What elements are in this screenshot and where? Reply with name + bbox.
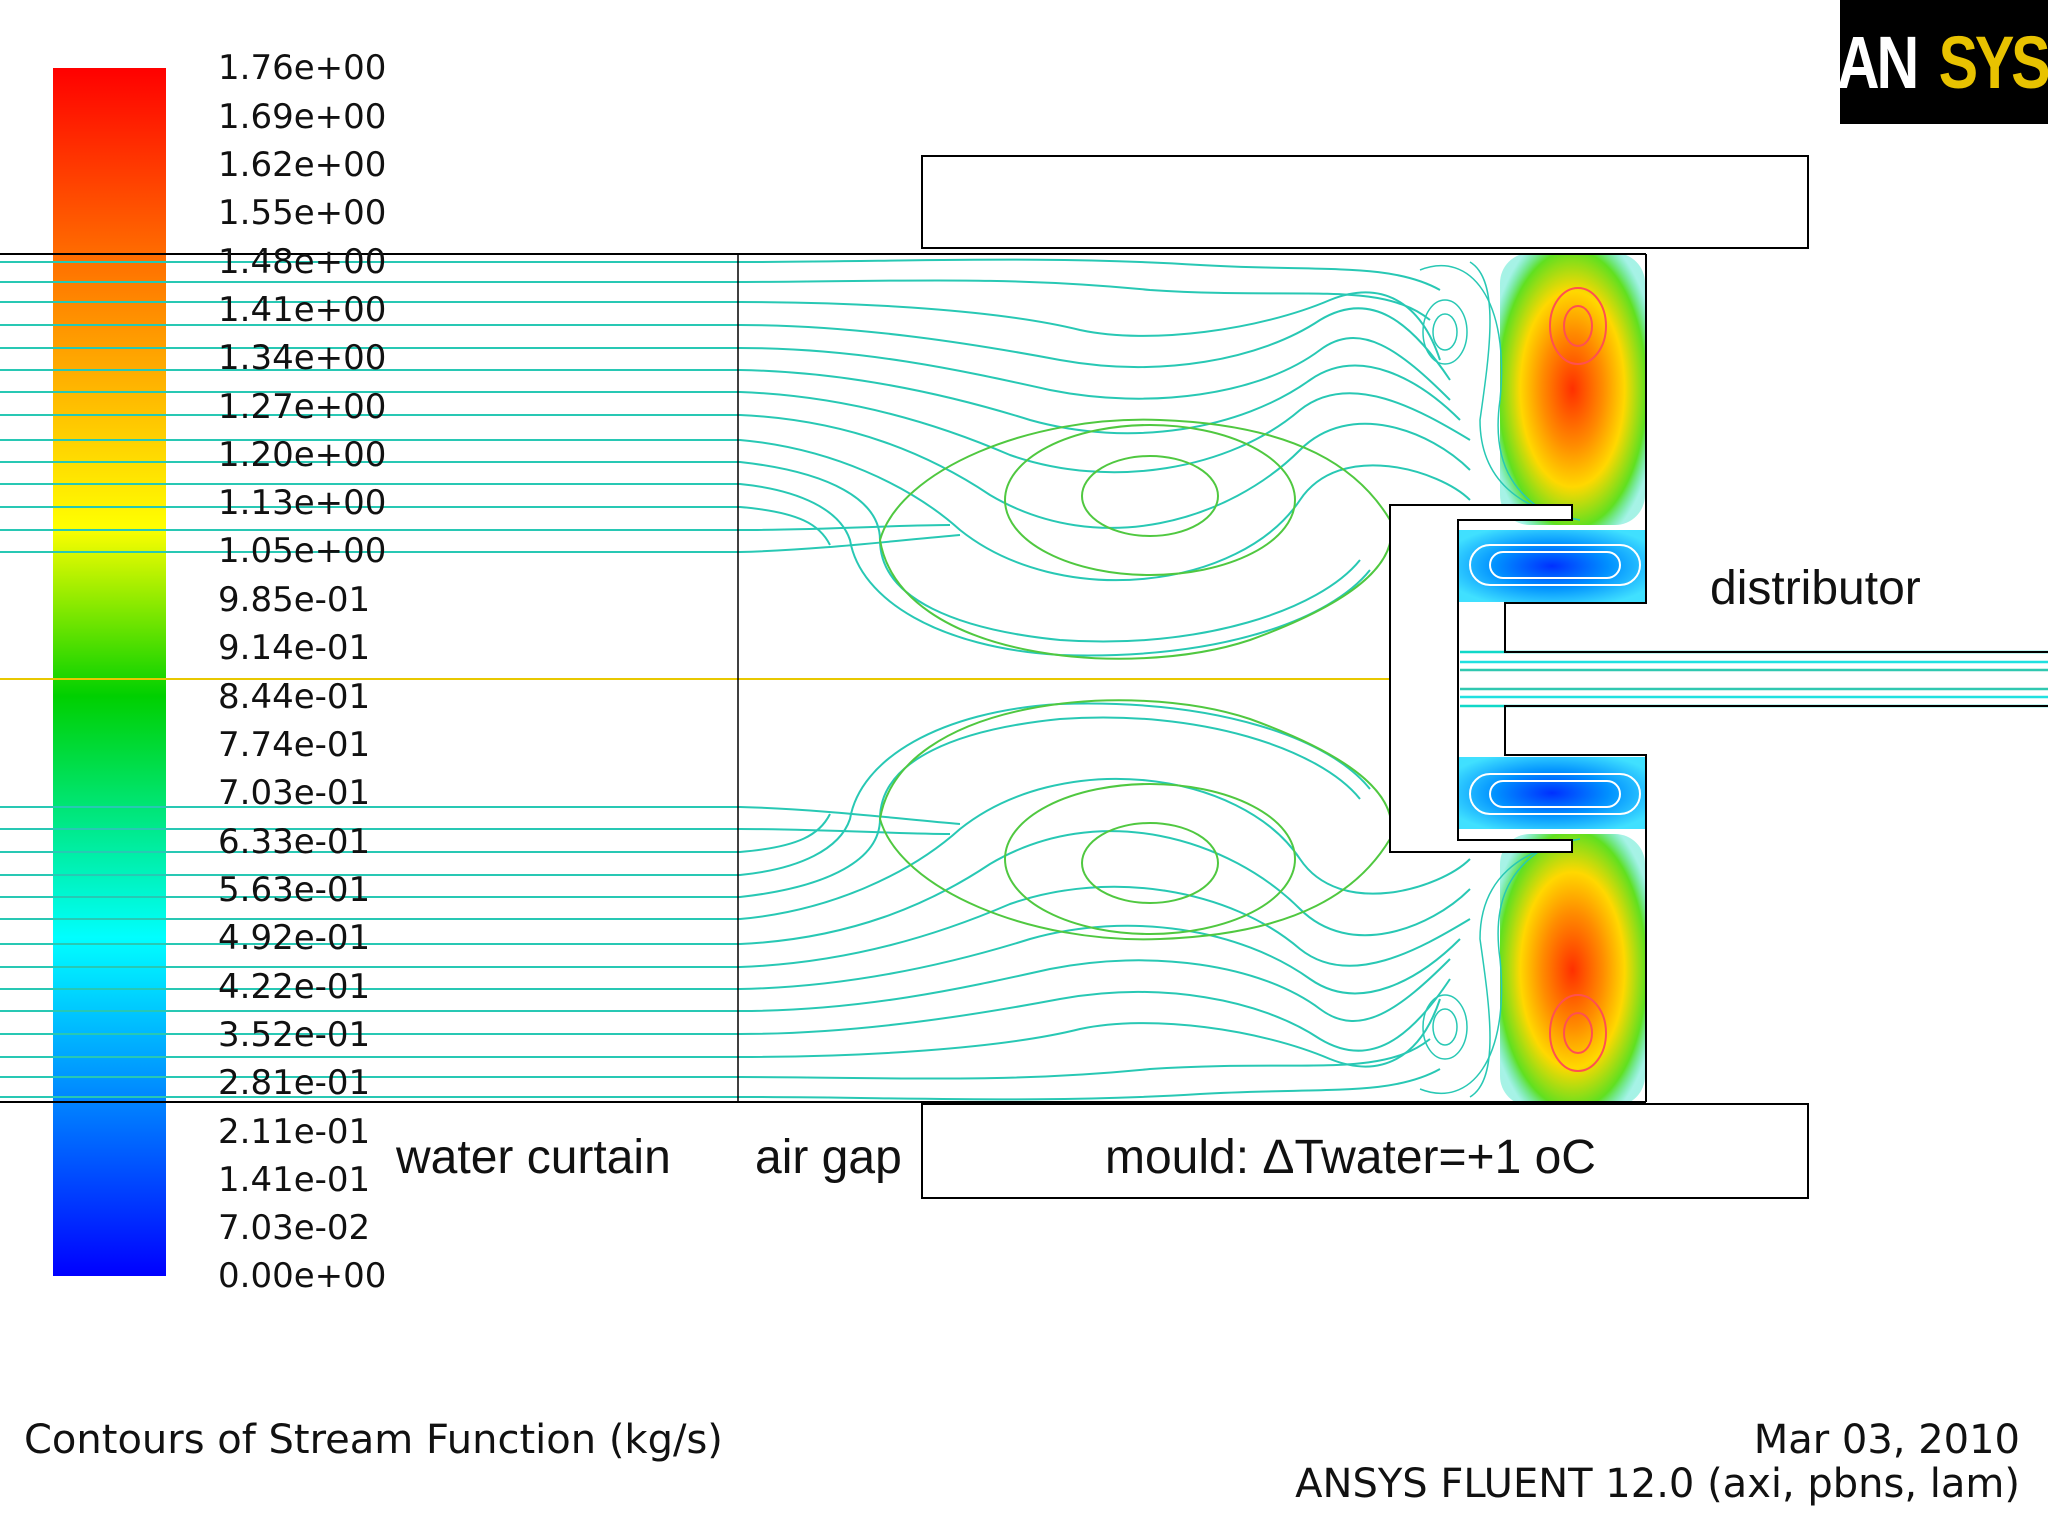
logo-text-an: AN bbox=[1836, 20, 1918, 104]
colorbar-gradient bbox=[53, 68, 166, 1276]
colorbar-tick-label: 1.13e+00 bbox=[218, 483, 387, 523]
vortex-lower-hot bbox=[1419, 834, 1645, 1106]
colorbar-tick-label: 4.92e-01 bbox=[218, 918, 371, 958]
annotation-distributor: distributor bbox=[1710, 562, 1921, 615]
colorbar bbox=[53, 68, 166, 1276]
streamlines-upper bbox=[0, 258, 1471, 657]
colorbar-tick-label: 1.41e+00 bbox=[218, 290, 387, 330]
colorbar-tick-label: 6.33e-01 bbox=[218, 822, 371, 862]
colorbar-tick-label: 1.76e+00 bbox=[218, 48, 387, 88]
colorbar-tick-label: 1.27e+00 bbox=[218, 387, 387, 427]
colorbar-tick-label: 1.62e+00 bbox=[218, 145, 387, 185]
colorbar-tick-label: 1.20e+00 bbox=[218, 435, 387, 475]
streamlines-lower bbox=[0, 702, 1471, 1101]
colorbar-tick-label: 9.85e-01 bbox=[218, 580, 371, 620]
software-info: ANSYS FLUENT 12.0 (axi, pbns, lam) bbox=[1295, 1461, 2020, 1507]
colorbar-tick-label: 9.14e-01 bbox=[218, 628, 371, 668]
colorbar-tick-label: 7.03e-02 bbox=[218, 1208, 371, 1248]
colorbar-tick-label: 1.48e+00 bbox=[218, 242, 387, 282]
annotation-water-curtain: water curtain bbox=[396, 1131, 671, 1184]
colorbar-tick-label: 2.81e-01 bbox=[218, 1063, 371, 1103]
inner-baffle bbox=[1389, 504, 1573, 853]
annotation-mould: mould: ΔTwater=+1 oC bbox=[1105, 1131, 1596, 1184]
colorbar-tick-label: 1.55e+00 bbox=[218, 193, 387, 233]
vortex-upper-hot bbox=[1419, 253, 1645, 525]
logo-text-sys: SYS bbox=[1939, 20, 2048, 104]
colorbar-tick-label: 0.00e+00 bbox=[218, 1256, 387, 1296]
colorbar-tick-label: 2.11e-01 bbox=[218, 1112, 371, 1152]
colorbar-tick-label: 1.05e+00 bbox=[218, 531, 387, 571]
plot-title: Contours of Stream Function (kg/s) bbox=[24, 1417, 723, 1463]
distributor-channel bbox=[1460, 646, 2048, 710]
colorbar-tick-label: 1.34e+00 bbox=[218, 338, 387, 378]
eddy-upper bbox=[878, 418, 1393, 660]
colorbar-tick-label: 7.03e-01 bbox=[218, 773, 371, 813]
colorbar-tick-label: 1.69e+00 bbox=[218, 97, 387, 137]
mould-top bbox=[921, 155, 1809, 249]
eddy-lower bbox=[878, 699, 1393, 941]
colorbar-tick-label: 4.22e-01 bbox=[218, 967, 371, 1007]
annotation-air-gap: air gap bbox=[755, 1131, 902, 1184]
vortex-upper-cold bbox=[1458, 530, 1646, 602]
colorbar-tick-label: 3.52e-01 bbox=[218, 1015, 371, 1055]
colorbar-tick-label: 8.44e-01 bbox=[218, 677, 371, 717]
colorbar-tick-label: 7.74e-01 bbox=[218, 725, 371, 765]
mould-bottom bbox=[921, 1103, 1809, 1199]
plot-date: Mar 03, 2010 bbox=[1753, 1417, 2020, 1463]
vortex-lower-cold bbox=[1458, 757, 1646, 829]
colorbar-tick-label: 1.41e-01 bbox=[218, 1160, 371, 1200]
colorbar-tick-label: 5.63e-01 bbox=[218, 870, 371, 910]
geometry-walls bbox=[0, 155, 2048, 1199]
